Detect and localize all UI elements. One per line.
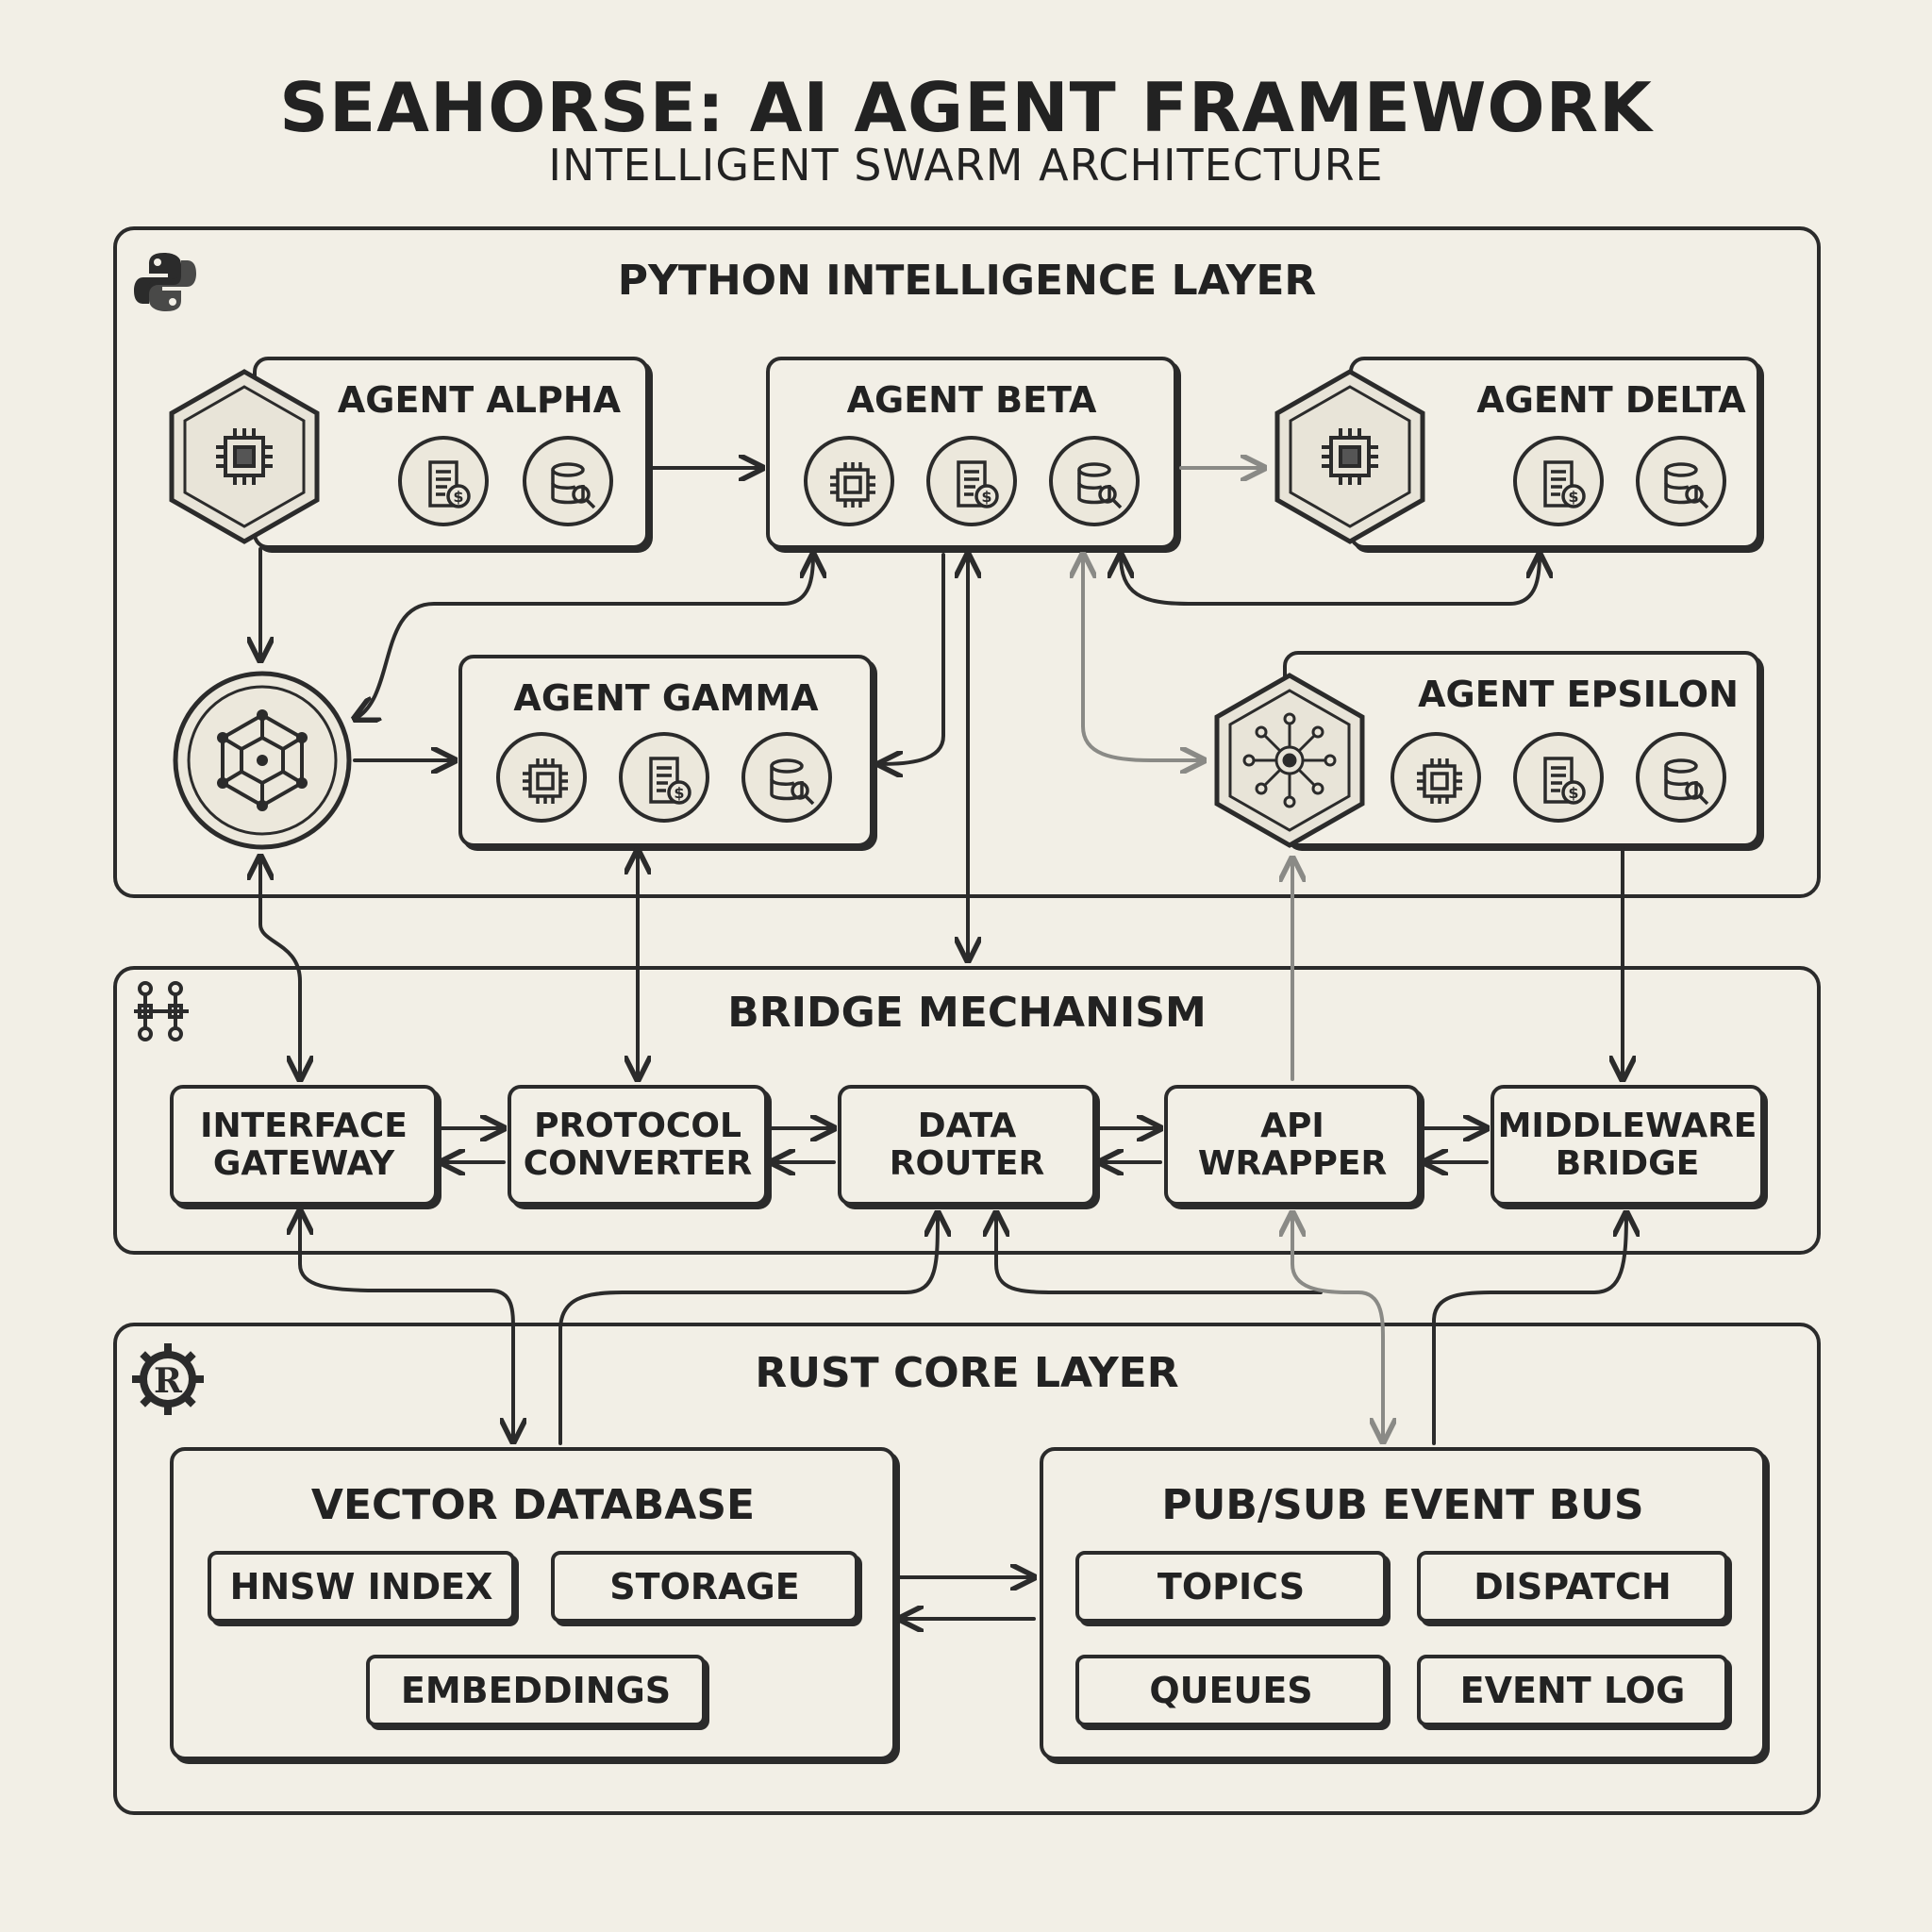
agent-delta-label: AGENT DELTA [1476, 379, 1746, 421]
arrow-eventbus-middleware [1432, 1213, 1626, 1445]
agent-beta-invoice-icon[interactable]: $ [926, 436, 1017, 526]
event-log-item[interactable]: EVENT LOG [1417, 1655, 1728, 1726]
agent-epsilon-cpu-chip-icon[interactable] [1391, 732, 1481, 823]
arrow-beta-epsilon [1083, 555, 1204, 760]
agent-beta-cpu-chip-icon[interactable] [804, 436, 894, 526]
vector-database-title: VECTOR DATABASE [310, 1481, 756, 1529]
arrow-api-eventbus [1292, 1213, 1383, 1441]
agent-gamma-database-search-icon[interactable] [741, 732, 832, 823]
middleware-bridge-box[interactable]: MIDDLEWARE BRIDGE [1491, 1085, 1764, 1206]
svg-text:$: $ [453, 488, 463, 506]
agent-delta-database-search-icon[interactable] [1636, 436, 1726, 526]
storage-item[interactable]: STORAGE [551, 1551, 858, 1623]
interface-gateway-box[interactable]: INTERFACE GATEWAY [170, 1085, 438, 1206]
hnsw-index-item[interactable]: HNSW INDEX [208, 1551, 515, 1623]
dispatch-item[interactable]: DISPATCH [1417, 1551, 1728, 1623]
diagram-subtitle: INTELLIGENT SWARM ARCHITECTURE [548, 140, 1384, 191]
arrow-beta-gamma [879, 553, 945, 764]
python-icon [134, 253, 196, 311]
agent-alpha-label: AGENT ALPHA [337, 379, 622, 421]
agent-epsilon-hex-icon [1214, 673, 1365, 848]
svg-text:R: R [154, 1361, 183, 1401]
agent-gamma-cpu-chip-icon[interactable] [496, 732, 587, 823]
event-bus-title: PUB/SUB EVENT BUS [1161, 1481, 1644, 1529]
rust-layer-panel: RUST CORE LAYER [113, 1323, 1821, 1815]
topics-item[interactable]: TOPICS [1075, 1551, 1387, 1623]
agent-delta-hex-icon [1274, 369, 1425, 544]
arrow-beta-delta [1121, 555, 1540, 606]
diagram-title: SEAHORSE: AI AGENT FRAMEWORK [279, 68, 1653, 147]
data-router-box[interactable]: DATA ROUTER [838, 1085, 1096, 1206]
agent-alpha-hex-icon [169, 369, 320, 544]
queues-item[interactable]: QUEUES [1075, 1655, 1387, 1726]
api-wrapper-box[interactable]: API WRAPPER [1164, 1085, 1421, 1206]
rust-layer-title: RUST CORE LAYER [755, 1349, 1179, 1397]
agent-beta-database-search-icon[interactable] [1049, 436, 1140, 526]
rust-icon: R [132, 1343, 204, 1415]
protocol-converter-box[interactable]: PROTOCOL CONVERTER [508, 1085, 768, 1206]
embeddings-item[interactable]: EMBEDDINGS [366, 1655, 706, 1726]
agent-alpha-invoice-icon[interactable]: $ [398, 436, 489, 526]
svg-text:$: $ [1568, 488, 1578, 506]
bridge-layer-title: BRIDGE MECHANISM [727, 989, 1207, 1037]
svg-text:$: $ [1568, 784, 1578, 802]
network-cube-icon[interactable] [170, 668, 355, 853]
agent-epsilon-database-search-icon[interactable] [1636, 732, 1726, 823]
svg-text:$: $ [981, 488, 991, 506]
network-icon [134, 981, 189, 1041]
agent-delta-invoice-icon[interactable]: $ [1513, 436, 1604, 526]
arrow-orchestrator-beta [355, 555, 813, 719]
arrow-orchestrator-gateway [260, 857, 300, 1079]
agent-beta-label: AGENT BETA [846, 379, 1097, 421]
agent-alpha-database-search-icon[interactable] [523, 436, 613, 526]
agent-gamma-invoice-icon[interactable]: $ [619, 732, 709, 823]
arrow-vectordb-router [558, 1213, 938, 1445]
agent-epsilon-label: AGENT EPSILON [1418, 674, 1739, 715]
python-layer-title: PYTHON INTELLIGENCE LAYER [617, 257, 1317, 305]
arrow-gateway-vectordb [300, 1211, 513, 1441]
agent-epsilon-invoice-icon[interactable]: $ [1513, 732, 1604, 823]
bridge-layer-panel: BRIDGE MECHANISM [113, 966, 1821, 1255]
svg-text:$: $ [674, 784, 684, 802]
